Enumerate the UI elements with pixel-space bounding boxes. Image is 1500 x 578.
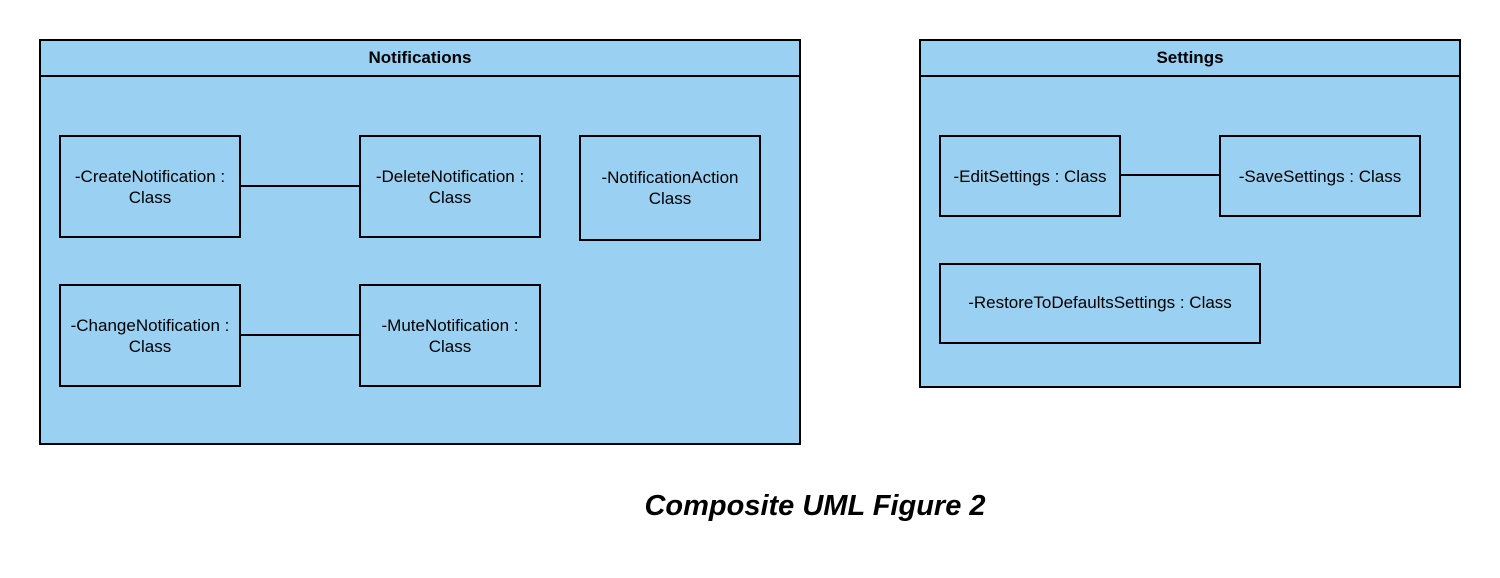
- settings-package: Settings: [919, 39, 1461, 388]
- notification-action-class: -NotificationAction Class: [579, 135, 761, 241]
- connector-create-delete: [240, 185, 360, 187]
- connector-change-mute: [240, 334, 360, 336]
- change-notification-class: -ChangeNotification : Class: [59, 284, 241, 387]
- save-settings-class: -SaveSettings : Class: [1219, 135, 1421, 217]
- mute-notification-class: -MuteNotification : Class: [359, 284, 541, 387]
- figure-caption: Composite UML Figure 2: [644, 490, 986, 522]
- edit-settings-class: -EditSettings : Class: [939, 135, 1121, 217]
- restore-to-defaults-settings-class: -RestoreToDefaultsSettings : Class: [939, 263, 1261, 344]
- settings-package-title: Settings: [921, 41, 1459, 77]
- create-notification-class: -CreateNotification : Class: [59, 135, 241, 238]
- delete-notification-class: -DeleteNotification : Class: [359, 135, 541, 238]
- notifications-package-title: Notifications: [41, 41, 799, 77]
- connector-edit-save: [1120, 174, 1220, 176]
- notifications-package: Notifications: [39, 39, 801, 445]
